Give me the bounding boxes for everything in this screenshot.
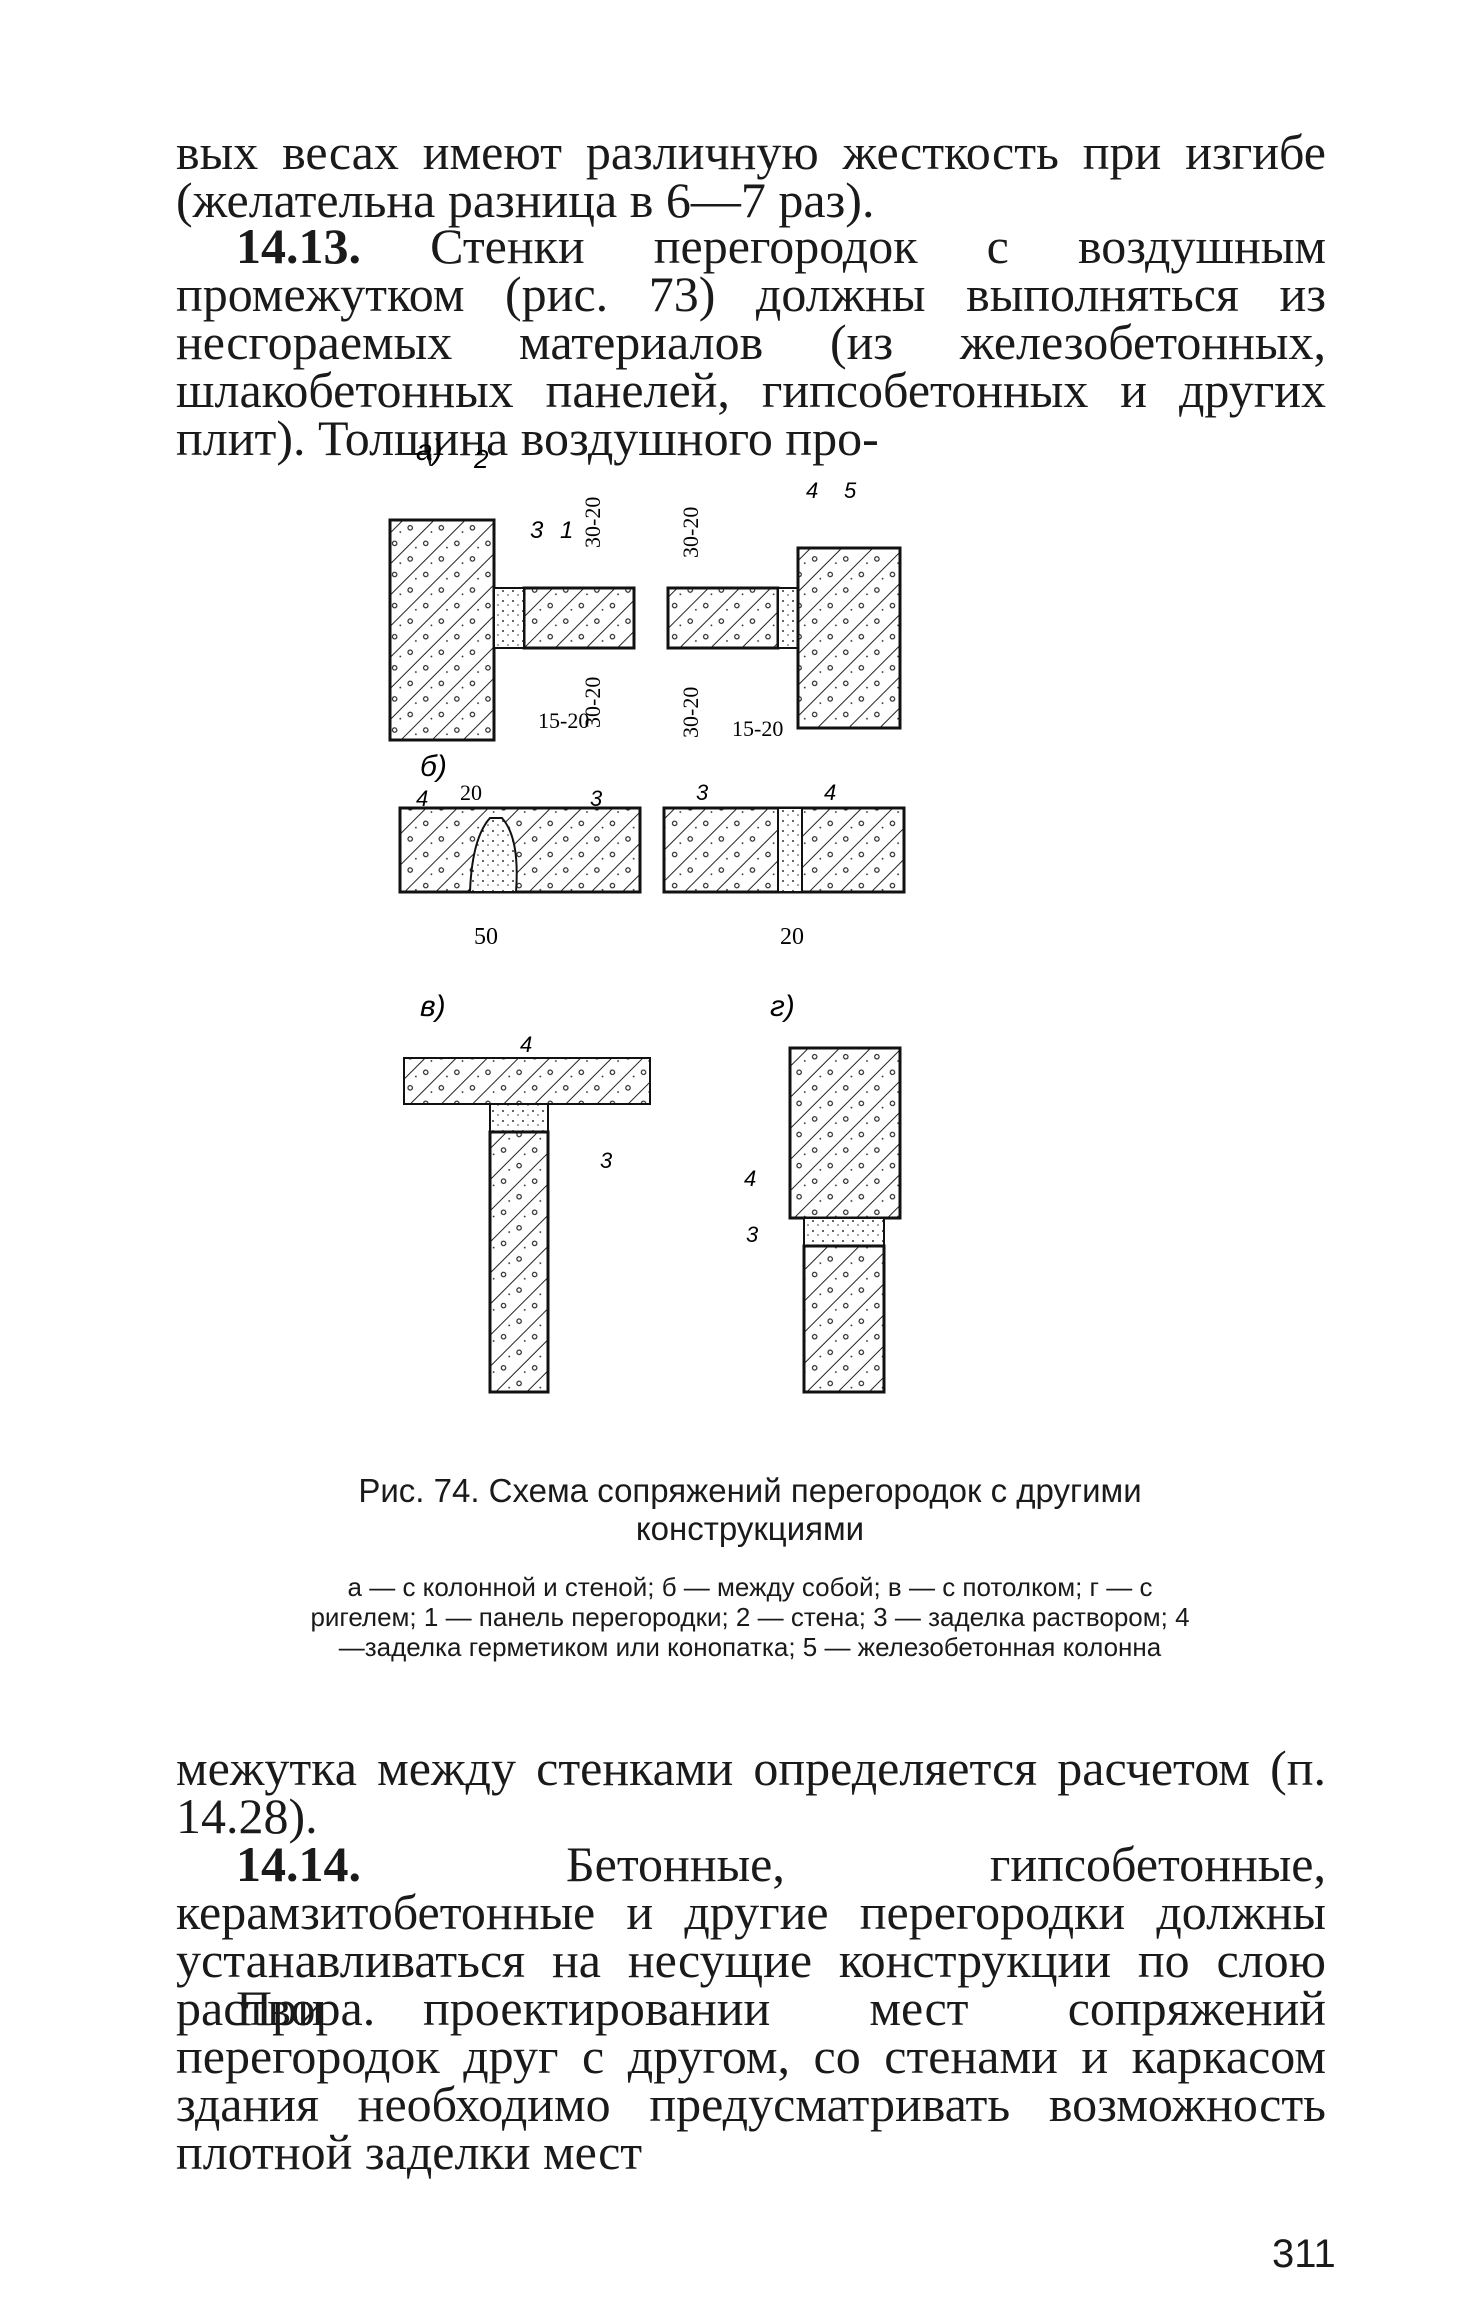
svg-text:3: 3 [590,786,603,811]
svg-text:20: 20 [460,780,482,805]
paragraph-design: При проектировании мест сопряжений перег… [176,1980,1326,2180]
svg-text:1: 1 [560,517,573,544]
svg-text:5: 5 [844,478,857,503]
paragraph-continuation-2: межутка между стенками определяется расч… [176,1740,1326,1844]
clause-number: 14.13. [236,218,361,274]
panel-g: г) 4 3 [744,990,902,1394]
mortar-joint-left [493,587,525,649]
panel-a: а) 2 3 1 30-20 30-20 15-20 4 5 30-20 30-… [388,438,902,742]
figure-caption-title: Рис. 74. Схема сопряжений перегородок с … [358,1472,1142,1547]
girder [788,1046,902,1220]
svg-text:3: 3 [530,517,544,544]
svg-text:3: 3 [600,1148,613,1173]
svg-text:4: 4 [416,786,428,811]
clause-text: Бетонные, гипсобетонные, керамзитобетонн… [176,1836,1326,2036]
page-number: 311 [1272,2232,1336,2276]
paragraph-14-13: 14.13. Стенки перегородок с воздушным пр… [176,221,1326,463]
partition-panel-left [522,586,636,650]
svg-text:15-20: 15-20 [538,708,589,733]
partition-joint-b-left [398,806,642,894]
ceiling-slab [403,1057,651,1105]
figure-caption-legend: а — с колонной и стеной; б — между собой… [310,1572,1190,1662]
paragraph-14-14: 14.14. Бетонные, гипсобетонные, керамзит… [176,1839,1326,2033]
svg-text:30-20: 30-20 [678,507,703,558]
partition-g [802,1244,886,1394]
figure-74-drawing: а) 2 3 1 30-20 30-20 15-20 4 5 30-20 30-… [388,438,906,1394]
clause-number: 14.14. [236,1836,361,1892]
svg-text:3: 3 [696,780,709,805]
svg-text:б): б) [420,750,447,783]
partition-panel-right [666,586,780,650]
panel-v: в) 4 3 [403,990,651,1394]
svg-text:4: 4 [806,478,818,503]
partition-v [488,1130,550,1394]
svg-text:г): г) [770,990,795,1023]
svg-text:50: 50 [474,924,498,950]
wall-left [388,518,496,742]
svg-text:20: 20 [780,924,804,950]
svg-text:30-20: 30-20 [580,497,605,548]
svg-text:4: 4 [520,1032,532,1057]
svg-text:в): в) [420,990,446,1023]
svg-text:15-20: 15-20 [732,716,783,741]
paragraph-continuation: вых весах имеют различную жесткость при … [176,124,1326,228]
svg-text:2: 2 [473,444,489,474]
column-5 [796,546,902,730]
panel-b: б) 4 3 20 50 3 4 20 [398,750,906,950]
clause-text: Стенки перегородок с воздушным промежутк… [176,218,1326,466]
svg-text:3: 3 [746,1222,759,1247]
svg-text:30-20: 30-20 [678,687,703,738]
panel-a-label: а) [416,438,443,467]
svg-text:30-20: 30-20 [580,677,605,728]
svg-text:4: 4 [744,1166,756,1191]
svg-text:4: 4 [824,780,836,805]
